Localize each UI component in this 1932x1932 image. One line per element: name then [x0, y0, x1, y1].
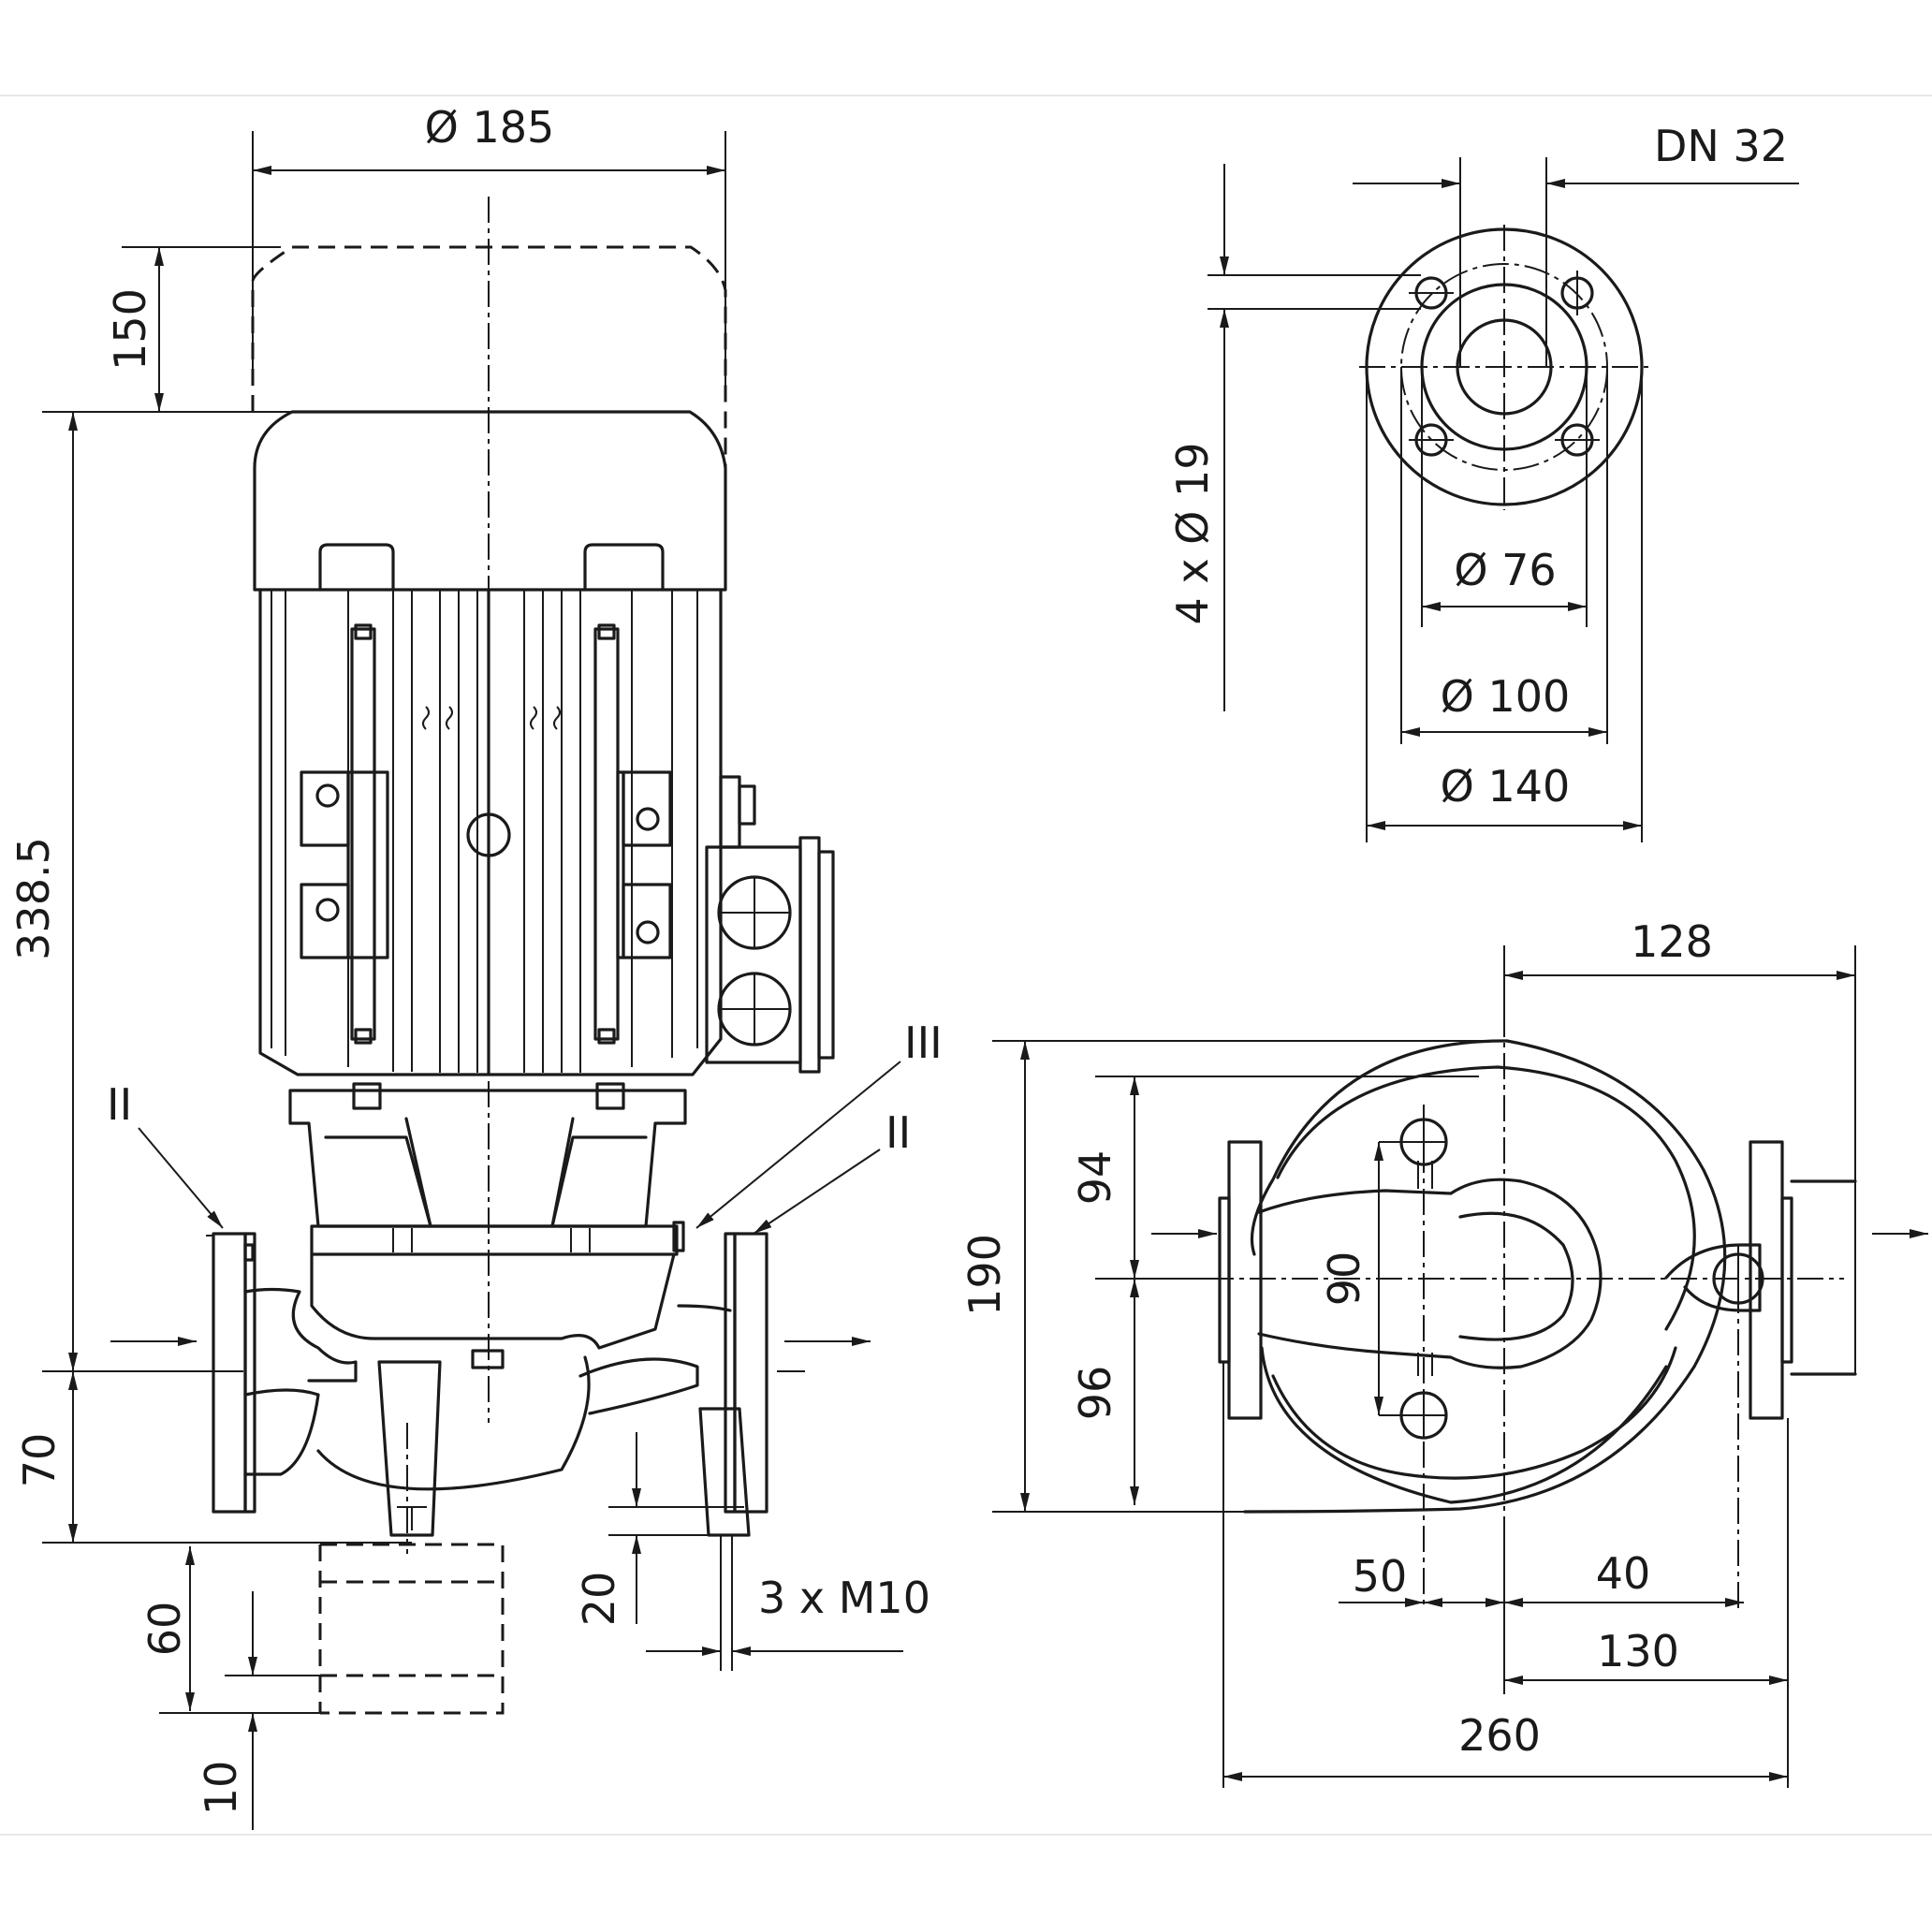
discharge-flange-top — [1749, 1140, 1784, 1420]
dim-bolt-circle: Ø 100 — [1441, 671, 1571, 722]
motor-clamps — [300, 770, 672, 959]
dim-half-length: 130 — [1597, 1626, 1679, 1676]
motor-body — [258, 588, 723, 1076]
dim-foot-height: 20 — [574, 1572, 624, 1627]
motor-cooling-fins — [271, 588, 698, 1075]
rail-left — [350, 627, 376, 1041]
volute-passage — [1257, 1178, 1603, 1369]
dim-left-offset: 50 — [1353, 1551, 1408, 1602]
bolt-holes — [1409, 271, 1600, 457]
pump-foot-left — [377, 1360, 442, 1537]
dim-total-depth: 190 — [959, 1234, 1010, 1316]
fan-cover — [253, 410, 727, 592]
casing-cover-plate — [310, 1224, 679, 1256]
terminal-box — [705, 775, 835, 1074]
pump-housing — [310, 1252, 676, 1350]
dim-flange-diameter: Ø 140 — [1441, 761, 1571, 812]
dim-upper-depth: 94 — [1070, 1150, 1120, 1206]
flange-view-dimensions: DN 32 4 x Ø 19 Ø 76 Ø 100 Ø 140 — [1167, 121, 1799, 842]
front-view-dimensions: Ø 185 150 338.5 70 60 10 20 3 x M10 — [8, 102, 943, 1830]
marker-ii-discharge: II — [886, 1107, 911, 1158]
dim-right-offset: 40 — [1596, 1548, 1651, 1599]
top-view — [1151, 1011, 1928, 1610]
dim-axis-height: 70 — [14, 1433, 65, 1488]
flange-view — [1359, 225, 1649, 510]
dim-top-clearance: 150 — [105, 288, 155, 371]
dim-total-height: 338.5 — [8, 837, 59, 960]
motor-removal-clearance — [251, 245, 727, 468]
marker-ii-suction: II — [107, 1079, 132, 1130]
lifting-eye-right — [583, 543, 665, 592]
dim-base-height: 60 — [139, 1602, 190, 1657]
dim-bore-diameter: Ø 76 — [1454, 545, 1556, 595]
dim-nominal-size: DN 32 — [1654, 121, 1788, 171]
discharge-flange — [733, 1232, 768, 1514]
dim-base-offset: 10 — [196, 1761, 246, 1816]
base-outline — [320, 1543, 505, 1715]
suction-flange — [212, 1232, 247, 1514]
volute-casing — [1243, 1039, 1727, 1514]
suction-flange-top — [1227, 1140, 1263, 1420]
dim-port-spacing: 90 — [1319, 1251, 1369, 1307]
dim-motor-diameter: Ø 185 — [425, 102, 555, 153]
marker-iii-casing: III — [904, 1017, 943, 1068]
dim-lower-depth: 96 — [1070, 1366, 1120, 1421]
dim-right-width: 128 — [1631, 916, 1713, 967]
dim-total-length: 260 — [1458, 1710, 1541, 1761]
top-view-dimensions: 128 190 94 96 90 50 40 130 260 — [959, 916, 1856, 1788]
dim-bolt-holes: 4 x Ø 19 — [1167, 442, 1218, 624]
rating-plate — [466, 812, 511, 857]
lifting-eye-left — [318, 543, 395, 592]
rail-right — [593, 627, 620, 1041]
front-view — [110, 197, 871, 1715]
dim-foot-bolts: 3 x M10 — [758, 1573, 930, 1623]
